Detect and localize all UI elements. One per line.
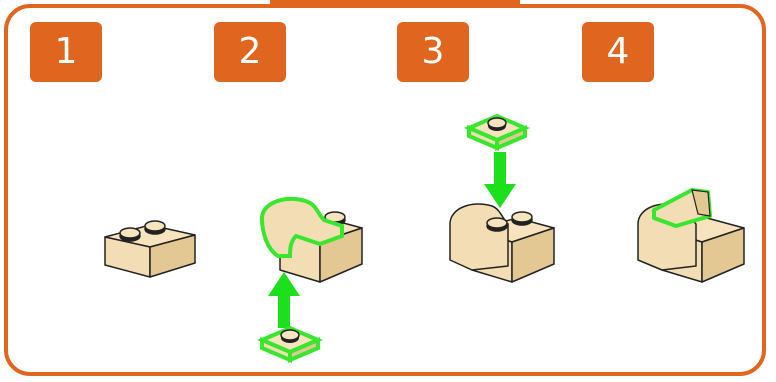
step-4-illustration bbox=[632, 180, 752, 290]
plate-1x1-icon bbox=[256, 325, 324, 364]
step-2-plate bbox=[256, 320, 324, 364]
step-3-illustration bbox=[442, 190, 562, 290]
arrow-down-icon bbox=[484, 152, 516, 208]
step-3-plate bbox=[463, 108, 531, 152]
step-4-badge: 4 bbox=[582, 22, 654, 82]
plate-1x1-icon bbox=[463, 113, 531, 152]
step-3-arrow bbox=[482, 150, 518, 210]
slope-brick-icon bbox=[259, 196, 344, 258]
brick-assembly-icon bbox=[259, 196, 363, 283]
instruction-frame bbox=[4, 4, 766, 376]
step-1-badge: 1 bbox=[30, 22, 102, 82]
arrow-up-icon bbox=[268, 272, 300, 328]
step-2-illustration bbox=[250, 190, 370, 290]
step-3-badge: 3 bbox=[397, 22, 469, 82]
step-1-illustration bbox=[100, 205, 200, 285]
brick-2x1-icon bbox=[104, 220, 196, 278]
frame-top-accent bbox=[270, 0, 520, 4]
step-2-arrow bbox=[266, 270, 302, 330]
slope-brick-icon bbox=[652, 188, 712, 228]
brick-assembly-icon bbox=[637, 188, 745, 283]
brick-assembly-icon bbox=[449, 203, 555, 283]
step-2-badge: 2 bbox=[214, 22, 286, 82]
